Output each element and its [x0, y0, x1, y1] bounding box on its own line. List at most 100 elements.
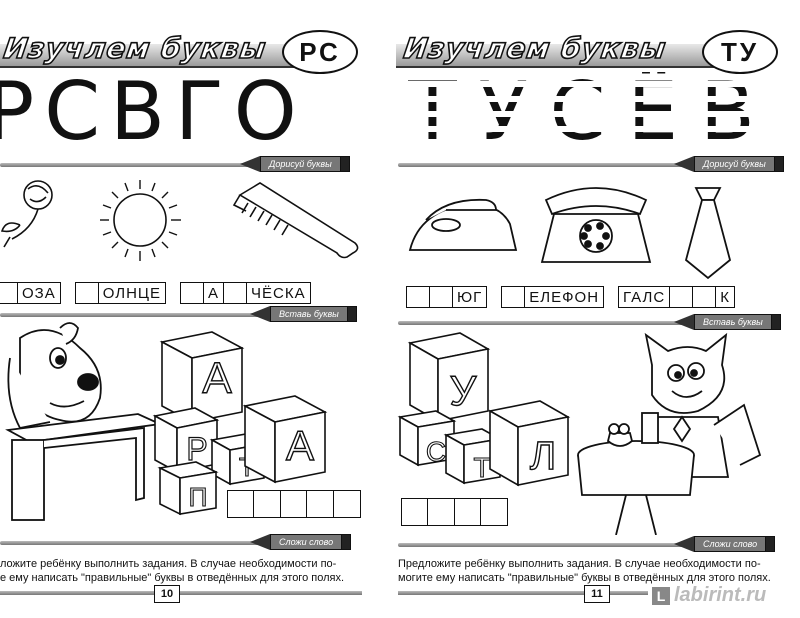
- task-bar-draw: Дорисуй буквы: [398, 156, 784, 172]
- answer-box[interactable]: [332, 490, 361, 518]
- letter-cubes: У С Т Л: [397, 332, 571, 487]
- left-pictures: [0, 180, 359, 261]
- answer-box[interactable]: [306, 490, 334, 518]
- task-label-insert: Вставь буквы: [270, 306, 348, 322]
- letter-box[interactable]: [0, 283, 18, 303]
- answer-box[interactable]: [427, 498, 455, 526]
- letter-box[interactable]: [76, 283, 99, 303]
- left-words: ОЗА ОЛНЦЕ А ЧЁСКА: [0, 282, 311, 304]
- answer-box[interactable]: [400, 498, 429, 526]
- big-letter: У: [478, 65, 528, 158]
- big-letter: Р: [0, 72, 34, 152]
- cube-letter: П: [189, 482, 208, 512]
- cube-a-right: А: [242, 395, 328, 484]
- word-text: ГАЛС: [619, 287, 671, 307]
- answer-box[interactable]: [226, 490, 255, 518]
- letter-cubes: А Р Т А П: [152, 331, 328, 516]
- right-page-number-bar: 11: [398, 585, 648, 603]
- table-icon: [577, 412, 695, 535]
- task-bar-compose: Сложи слово: [398, 536, 780, 552]
- task-bar-insert: Вставь буквы: [0, 306, 362, 322]
- big-letter: Ё: [627, 65, 679, 158]
- big-letter: Г: [175, 65, 224, 158]
- word-galstuk: ГАЛС К: [618, 286, 735, 308]
- comb-icon: [232, 182, 359, 259]
- right-page: Изучлем буквы ТУ Т У С Ё В Дорисуй буквы: [396, 0, 800, 618]
- task-bar-insert: Вставь буквы: [398, 314, 781, 330]
- page-number: 11: [584, 585, 610, 603]
- left-page-number-bar: 10: [0, 585, 362, 603]
- letter-box[interactable]: [430, 287, 453, 307]
- sun-icon: [100, 180, 181, 261]
- watermark: L labirint.ru: [652, 584, 766, 607]
- cube-letter: У: [450, 367, 477, 414]
- right-scene: У С Т Л: [397, 332, 762, 535]
- note-line: могите ему написать "правильные" буквы в…: [398, 572, 771, 584]
- letter-box[interactable]: [670, 287, 694, 307]
- answer-box[interactable]: [279, 490, 308, 518]
- left-header-title: Изучлем буквы: [1, 31, 269, 66]
- cube-letter: Л: [530, 434, 556, 478]
- left-page: Изучлем буквы РС Р С В Г О Дорисуй буквы: [0, 0, 370, 618]
- letter-box[interactable]: [181, 283, 205, 303]
- task-bar-compose: Сложи слово: [0, 534, 362, 550]
- cube-letter: Т: [473, 452, 490, 483]
- answer-box[interactable]: [253, 490, 281, 518]
- task-label-compose: Сложи слово: [694, 536, 767, 552]
- word-text: ЧЁСКА: [251, 284, 306, 302]
- big-letter: В: [110, 65, 165, 158]
- task-label-insert: Вставь буквы: [694, 314, 772, 330]
- letter-box[interactable]: [224, 283, 248, 303]
- note-line: Предложите ребёнку выполнить задания. В …: [398, 558, 761, 570]
- cube-letter: А: [286, 422, 314, 469]
- letter-box[interactable]: [407, 287, 430, 307]
- big-letter: Т: [408, 65, 457, 158]
- watermark-text: labirint.ru: [674, 584, 767, 606]
- cube-a-top: А: [159, 331, 245, 424]
- note-line: ложите ребёнку выполнить задания. В случ…: [0, 558, 337, 570]
- right-note: Предложите ребёнку выполнить задания. В …: [398, 557, 771, 585]
- note-line: е ему написать "правильные" буквы в отве…: [0, 572, 345, 584]
- watermark-logo-icon: L: [652, 586, 670, 605]
- word-solntse: ОЛНЦЕ: [74, 282, 167, 304]
- word-text: ЮГ: [457, 288, 483, 306]
- left-scene: А Р Т А П: [5, 322, 328, 521]
- big-letter: В: [700, 65, 755, 158]
- answer-box[interactable]: [453, 498, 482, 526]
- word-raschyoska: А ЧЁСКА: [180, 282, 311, 304]
- big-letter: С: [549, 65, 606, 158]
- right-words: ЮГ ЕЛЕФОН ГАЛС К: [406, 286, 735, 308]
- cube-letter: А: [202, 354, 232, 403]
- dog-icon: [7, 322, 102, 430]
- word-text: ОЛНЦЕ: [102, 284, 162, 302]
- letter-box[interactable]: [693, 287, 717, 307]
- task-label-draw: Дорисуй буквы: [260, 156, 341, 172]
- letter-box[interactable]: [502, 287, 526, 307]
- cube-r: Р: [152, 407, 220, 474]
- right-pictures: [408, 187, 732, 280]
- word-text: ОЗА: [22, 284, 56, 302]
- right-header: Изучлем буквы ТУ: [396, 30, 786, 74]
- iron-icon: [408, 198, 518, 251]
- cube-p: П: [157, 461, 219, 516]
- rose-icon: [0, 180, 53, 248]
- task-label-draw: Дорисуй буквы: [694, 156, 775, 172]
- word-telefon: ЕЛЕФОН: [501, 286, 605, 308]
- cube-s: С: [397, 410, 457, 468]
- left-header: Изучлем буквы РС: [0, 30, 370, 74]
- word-text: ЕЛЕФОН: [529, 288, 600, 306]
- answer-box[interactable]: [480, 498, 508, 526]
- word-text: К: [720, 288, 730, 306]
- task-label-compose: Сложи слово: [270, 534, 343, 550]
- word-roza: ОЗА: [0, 282, 61, 304]
- desk-icon: [5, 413, 164, 521]
- right-answer-boxes: [400, 498, 508, 526]
- left-note: ложите ребёнку выполнить задания. В случ…: [0, 557, 344, 585]
- right-big-letters: Т У С Ё В: [408, 72, 755, 152]
- left-header-letters: РС: [282, 30, 358, 74]
- word-utyug: ЮГ: [406, 286, 488, 308]
- task-bar-draw: Дорисуй буквы: [0, 156, 362, 172]
- big-letter: О: [233, 65, 297, 158]
- left-answer-boxes: [226, 490, 361, 518]
